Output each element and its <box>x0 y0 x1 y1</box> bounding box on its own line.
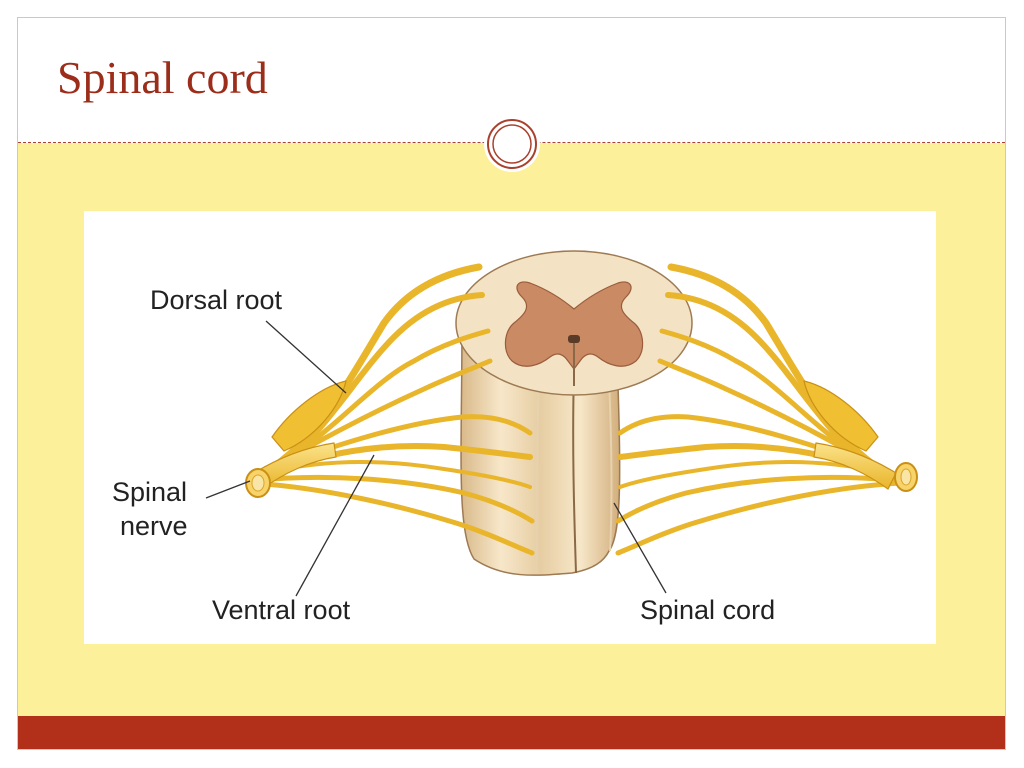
spinal-nerve-trunk-left <box>253 442 337 490</box>
spinal-cord-illustration: Dorsal root Spinal nerve Ventral root Sp… <box>112 250 918 625</box>
footer-accent-bar <box>18 716 1005 749</box>
spinal-cord-body <box>455 250 693 576</box>
label-spinal-cord: Spinal cord <box>640 595 775 625</box>
leader-line-spinal-cord <box>613 502 667 594</box>
label-spinal-nerve-line2: nerve <box>120 511 188 541</box>
dorsal-root-ganglion-right <box>803 380 879 452</box>
divider-ring-ornament <box>484 116 540 172</box>
spinal-nerve-trunk-right <box>813 442 897 490</box>
label-spinal-nerve-line1: Spinal <box>112 477 187 507</box>
leader-line-spinal-nerve <box>205 480 251 499</box>
label-ventral-root: Ventral root <box>212 595 351 625</box>
dorsal-root-ganglion-left <box>271 380 347 452</box>
leader-line-dorsal-root <box>265 320 347 394</box>
central-canal <box>568 335 580 343</box>
leader-lines <box>205 320 667 597</box>
figure-panel: Dorsal root Spinal nerve Ventral root Sp… <box>84 211 936 644</box>
leader-line-ventral-root <box>295 454 375 597</box>
label-dorsal-root: Dorsal root <box>150 285 283 315</box>
slide-title: Spinal cord <box>57 52 268 103</box>
